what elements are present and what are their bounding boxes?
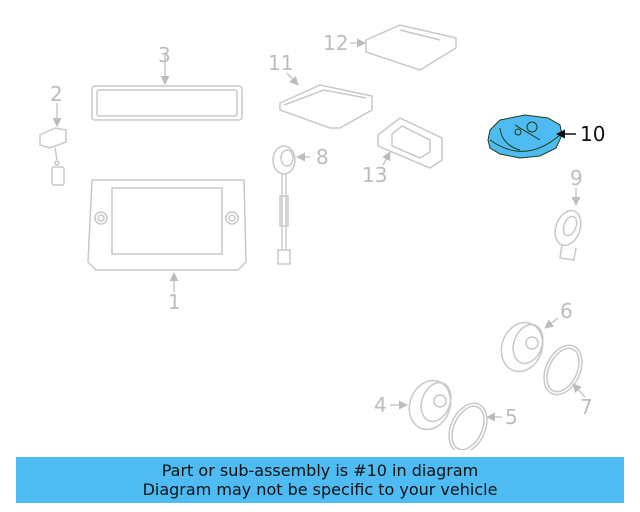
part-9-speaker[interactable]: [551, 188, 586, 261]
parts-diagram: [39, 24, 590, 450]
callout-10[interactable]: 10: [580, 122, 606, 146]
callout-6[interactable]: 6: [560, 299, 573, 323]
callout-3[interactable]: 3: [158, 43, 171, 67]
callout-8[interactable]: 8: [316, 145, 329, 169]
banner-line-2: Diagram may not be specific to your vehi…: [142, 480, 498, 499]
part-11-control-module[interactable]: [279, 72, 373, 129]
callout-5[interactable]: 5: [505, 405, 518, 429]
part-4-speaker[interactable]: [390, 375, 457, 436]
part-1-display-unit[interactable]: [87, 179, 247, 292]
banner-line-1: Part or sub-assembly is #10 in diagram: [161, 461, 479, 480]
callout-4[interactable]: 4: [374, 393, 387, 417]
callout-13[interactable]: 13: [362, 163, 388, 187]
part-5-ring[interactable]: [442, 397, 502, 450]
part-2-connector[interactable]: [39, 103, 67, 186]
callout-2[interactable]: 2: [50, 82, 63, 106]
callout-12[interactable]: 12: [323, 31, 349, 55]
part-10-highlighted[interactable]: [487, 114, 576, 159]
callout-1[interactable]: 1: [168, 290, 181, 314]
callout-9[interactable]: 9: [570, 166, 583, 190]
part-12-cover[interactable]: [350, 24, 457, 71]
part-8-tweeter[interactable]: [272, 145, 310, 265]
part-3-trim-panel[interactable]: [91, 55, 243, 121]
info-banner: Part or sub-assembly is #10 in diagram D…: [16, 457, 624, 503]
part-6-speaker[interactable]: [495, 317, 559, 378]
callout-7[interactable]: 7: [580, 395, 593, 419]
part-13-bracket[interactable]: [377, 117, 443, 169]
part-7-ring[interactable]: [537, 339, 590, 400]
callout-11[interactable]: 11: [268, 51, 294, 75]
